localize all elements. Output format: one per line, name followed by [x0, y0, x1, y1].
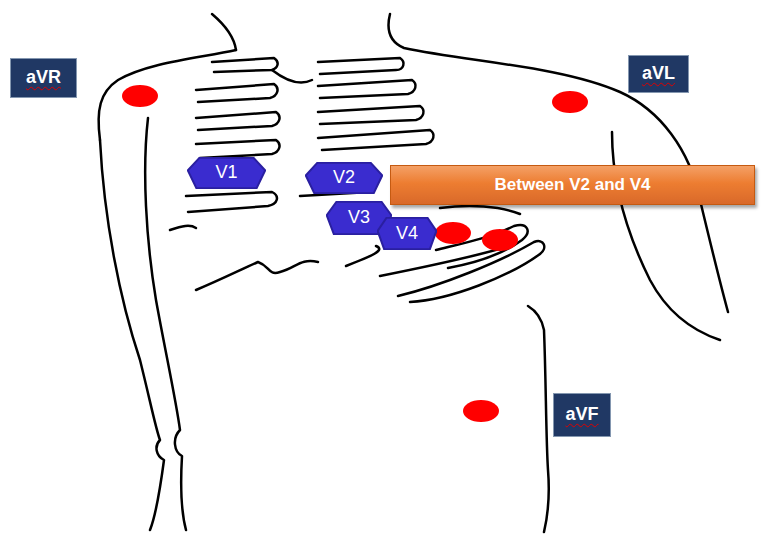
left-arm [100, 140, 164, 530]
rib [186, 192, 277, 212]
torso-outline [99, 14, 728, 532]
rib [196, 140, 279, 158]
node-label: V1 [215, 163, 237, 183]
electrode-outline [188, 158, 265, 189]
node-label: V3 [348, 208, 370, 228]
rib [170, 226, 196, 230]
node-label: Between V2 and V4 [495, 176, 651, 195]
electrode-dot [552, 91, 588, 113]
chest-electrode: V1 [187, 157, 266, 189]
rib [196, 112, 279, 130]
electrode-dot [435, 222, 471, 244]
right-shoulder [389, 14, 728, 312]
rib [318, 130, 433, 150]
rib [318, 106, 423, 124]
chest-electrode: V4 [377, 217, 437, 250]
left-shoulder [99, 50, 236, 140]
electrode-outline [306, 163, 382, 194]
electrode-dot [482, 229, 518, 251]
node-label: V4 [396, 224, 418, 244]
rib [318, 80, 415, 98]
rib [346, 246, 379, 266]
right-arm-inner [612, 132, 720, 340]
node-label: aVR [26, 68, 61, 88]
rib [440, 206, 520, 214]
lead-label-box: aVR [10, 58, 77, 98]
rib [212, 58, 278, 72]
chest-electrode: V2 [305, 162, 383, 194]
rib [380, 246, 510, 276]
sternum-notch [272, 70, 312, 82]
neck-line [212, 14, 236, 50]
node-label: aVF [565, 405, 598, 425]
note-banner: Between V2 and V4 [390, 165, 755, 205]
right-body [528, 306, 549, 532]
node-label: V2 [333, 168, 355, 188]
electrode-dot [122, 85, 158, 107]
lead-label-box: aVL [628, 55, 689, 93]
rib-cage-base [196, 261, 318, 290]
rib [318, 58, 403, 74]
electrode-dots [122, 85, 588, 422]
rib [398, 241, 544, 302]
lead-label-box: aVF [553, 393, 611, 437]
left-body [145, 118, 186, 530]
electrode-outline [378, 218, 437, 250]
electrode-dot [463, 400, 499, 422]
rib [196, 84, 277, 102]
node-label: aVL [642, 64, 675, 84]
